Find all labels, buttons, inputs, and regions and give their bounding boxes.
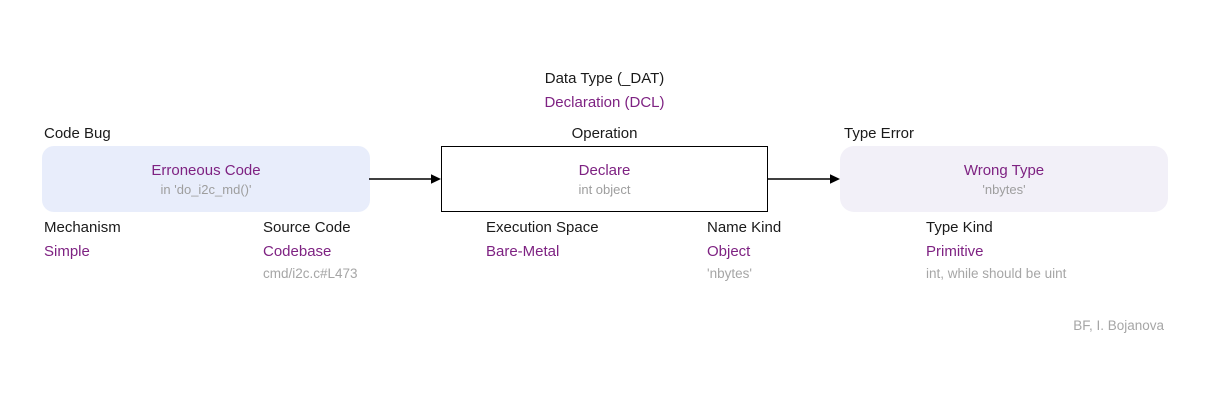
attribute-label: Execution Space <box>486 219 599 236</box>
operation-node: Declare int object <box>441 146 768 212</box>
credit-text: BF, I. Bojanova <box>1073 318 1164 333</box>
code-bug-subtitle: in 'do_i2c_md()' <box>160 181 252 197</box>
type-error-node: Wrong Type 'nbytes' <box>840 146 1168 212</box>
attribute-type-kind: Type Kind Primitive int, while should be… <box>926 219 1066 281</box>
attribute-label: Type Kind <box>926 219 993 236</box>
type-error-header: Type Error <box>844 125 915 142</box>
attribute-execution-space: Execution Space Bare-Metal <box>486 219 599 260</box>
diagram-title: Data Type (_DAT) Declaration (DCL) <box>441 70 768 111</box>
attribute-value: Object <box>707 243 751 260</box>
attribute-mechanism: Mechanism Simple <box>44 219 121 260</box>
attribute-label: Source Code <box>263 219 351 236</box>
code-bug-header: Code Bug <box>44 125 111 142</box>
operation-header: Operation <box>571 125 638 142</box>
attribute-note: int, while should be uint <box>926 266 1067 281</box>
attribute-note: cmd/i2c.c#L473 <box>263 266 358 281</box>
code-bug-node: Erroneous Code in 'do_i2c_md()' <box>42 146 370 212</box>
operation-title: Declare <box>578 161 631 179</box>
data-type-label: Data Type (_DAT) <box>544 70 665 87</box>
attribute-value: Codebase <box>263 243 332 260</box>
attribute-label: Mechanism <box>44 219 121 236</box>
attribute-value: Primitive <box>926 243 984 260</box>
type-error-title: Wrong Type <box>963 161 1045 179</box>
operation-subtitle: int object <box>578 181 631 197</box>
type-error-subtitle: 'nbytes' <box>982 181 1026 197</box>
code-bug-title: Erroneous Code <box>151 161 261 179</box>
attribute-label: Name Kind <box>707 219 782 236</box>
attribute-value: Bare-Metal <box>486 243 560 260</box>
flow-arrow-icon <box>768 174 840 184</box>
attribute-value: Simple <box>44 243 90 260</box>
attribute-name-kind: Name Kind Object 'nbytes' <box>707 219 781 281</box>
attribute-note: 'nbytes' <box>707 266 752 281</box>
declaration-label: Declaration (DCL) <box>544 94 665 111</box>
flow-arrow-icon <box>369 174 441 184</box>
attribute-source-code: Source Code Codebase cmd/i2c.c#L473 <box>263 219 358 281</box>
